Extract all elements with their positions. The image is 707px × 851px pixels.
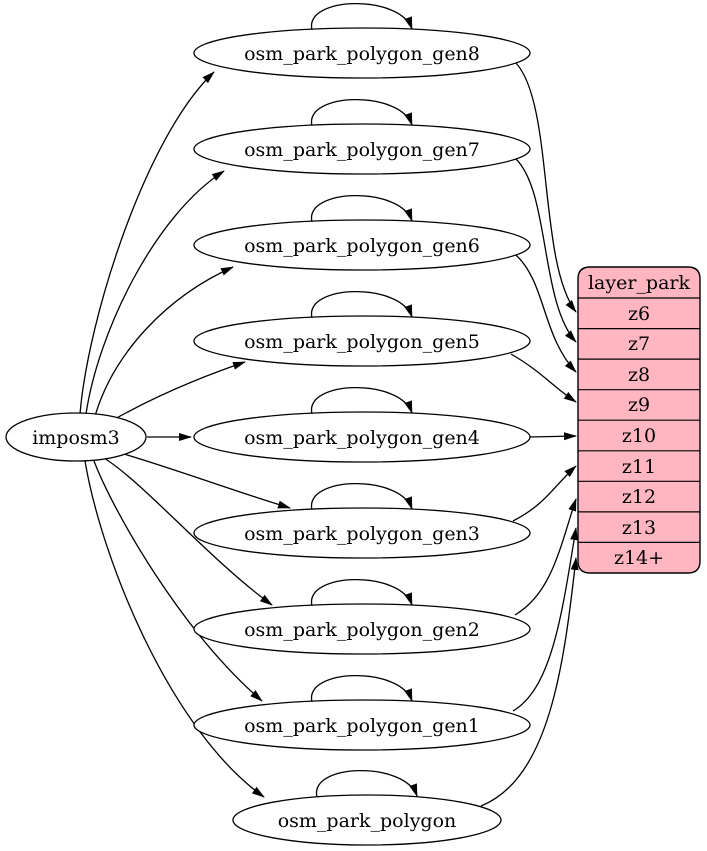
layer-row-z9: z9 xyxy=(628,394,650,416)
node-gen2-shape xyxy=(193,603,531,655)
layer-park-title: layer_park xyxy=(588,272,691,294)
layer-row-z12: z12 xyxy=(622,486,656,508)
node-osm-park-polygon-gen1: osm_park_polygon_gen1 xyxy=(193,699,531,751)
node-gen8-shape xyxy=(193,27,531,79)
edge-imposm3-to-gen7 xyxy=(85,170,225,415)
node-gen7-label: osm_park_polygon_gen7 xyxy=(244,139,480,161)
layer-row-z10: z10 xyxy=(622,425,656,447)
node-gen4-label: osm_park_polygon_gen4 xyxy=(244,427,480,449)
edge-gen2-to-z12 xyxy=(514,498,577,616)
node-osm-park-polygon-gen4: osm_park_polygon_gen4 xyxy=(193,411,531,463)
layer-row-z6: z6 xyxy=(628,303,650,325)
edge-gen1-to-z13 xyxy=(512,527,579,712)
node-gen6-label: osm_park_polygon_gen6 xyxy=(244,235,480,257)
edge-imposm3-to-gen5 xyxy=(112,361,246,421)
node-gen8-label: osm_park_polygon_gen8 xyxy=(244,43,480,65)
edge-imposm3-to-gen6 xyxy=(94,266,234,417)
node-gen5-label: osm_park_polygon_gen5 xyxy=(244,331,480,353)
edge-gen4-to-z10 xyxy=(529,432,577,441)
layer-row-z11: z11 xyxy=(622,456,656,478)
node-osm-park-polygon-gen2: osm_park_polygon_gen2 xyxy=(193,603,531,655)
node-osm-park-polygon-label: osm_park_polygon xyxy=(278,810,457,832)
edges-source-to-tables xyxy=(79,71,291,798)
self-loop-gen1 xyxy=(311,675,413,703)
node-osm-park-polygon-gen3: osm_park_polygon_gen3 xyxy=(193,507,531,559)
edge-gen8-to-z6 xyxy=(515,62,577,313)
layer-row-z7: z7 xyxy=(628,333,650,355)
self-loop-gen7 xyxy=(311,99,413,127)
edge-gen6-to-z8 xyxy=(515,254,577,373)
self-loop-gen3 xyxy=(311,483,413,511)
edge-imposm3-to-osm-park-polygon xyxy=(84,460,265,798)
node-osm-park-polygon-gen5: osm_park_polygon_gen5 xyxy=(193,315,531,367)
layer-row-z13: z13 xyxy=(622,517,656,539)
edge-gen7-to-z7 xyxy=(515,158,577,343)
layer-park-record: layer_park z6 z7 z8 z9 z10 z11 z12 z13 z… xyxy=(577,266,701,574)
layer-row-z8: z8 xyxy=(628,364,650,386)
node-gen7-shape xyxy=(193,123,531,175)
node-gen1-shape xyxy=(193,699,531,751)
edge-gen5-to-z9 xyxy=(510,353,577,403)
node-imposm3: imposm3 xyxy=(5,412,147,462)
node-osm-park-polygon-shape xyxy=(232,794,502,846)
node-osm-park-polygon-gen6: osm_park_polygon_gen6 xyxy=(193,219,531,271)
self-loop-gen6 xyxy=(311,195,413,223)
node-gen4-shape xyxy=(193,411,531,463)
node-gen6-shape xyxy=(193,219,531,271)
node-gen5-shape xyxy=(193,315,531,367)
edge-imposm3-to-gen1 xyxy=(93,460,263,702)
edge-imposm3-to-gen2 xyxy=(103,457,273,606)
layer-row-z14plus: z14+ xyxy=(614,547,664,569)
self-loop-gen8 xyxy=(311,3,413,31)
node-osm-park-polygon-gen7: osm_park_polygon_gen7 xyxy=(193,123,531,175)
self-loop-gen4 xyxy=(311,387,413,415)
edge-imposm3-to-gen3 xyxy=(123,453,291,509)
node-osm-park-polygon-gen8: osm_park_polygon_gen8 xyxy=(193,27,531,79)
node-osm-park-polygon: osm_park_polygon xyxy=(232,794,502,846)
edges-tables-to-layer xyxy=(480,62,579,807)
node-gen3-label: osm_park_polygon_gen3 xyxy=(244,523,480,545)
self-loop-gen5 xyxy=(311,291,413,319)
node-gen1-label: osm_park_polygon_gen1 xyxy=(244,715,480,737)
edge-imposm3-to-gen8 xyxy=(79,71,215,415)
self-loop-gen2 xyxy=(311,579,413,607)
self-loop-osm-park-polygon xyxy=(316,770,418,798)
graph-nodes: imposm3 osm_park_polygon_gen8 osm_park_p… xyxy=(5,27,531,846)
node-imposm3-shape xyxy=(5,412,147,462)
node-gen2-label: osm_park_polygon_gen2 xyxy=(244,619,480,641)
node-gen3-shape xyxy=(193,507,531,559)
node-imposm3-label: imposm3 xyxy=(32,427,120,449)
edge-gen3-to-z11 xyxy=(512,465,577,522)
edge-osm-park-polygon-to-z14plus xyxy=(480,557,579,807)
self-loop-edges xyxy=(311,3,418,798)
